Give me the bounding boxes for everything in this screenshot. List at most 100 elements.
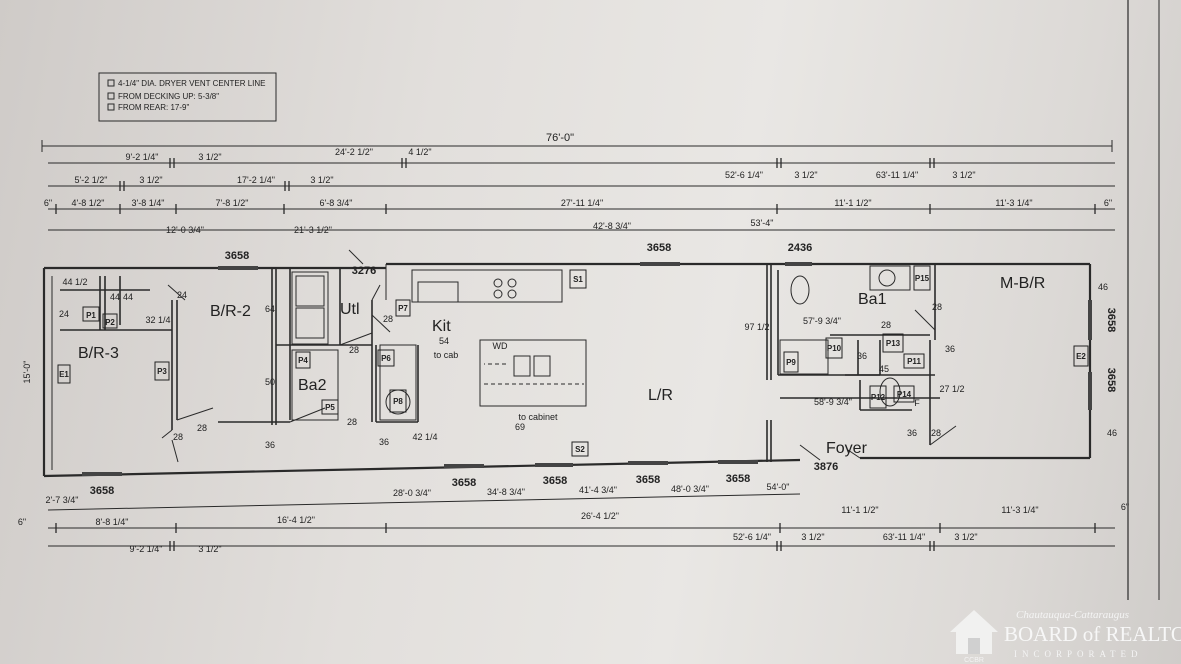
dim-top-25: 53'-4" [751, 218, 774, 228]
dim-int-22: 57'-9 3/4" [803, 316, 841, 326]
legend-line-2: FROM DECKING UP: 5-3/8" [118, 92, 219, 101]
dim-top-16: 7'-8 1/2" [216, 198, 249, 208]
dim-top-7: 63'-11 1/4" [876, 170, 918, 180]
dim-int-2: 44 [110, 292, 120, 302]
dim-int-11: 28 [197, 423, 207, 433]
tag-p6: P6 [381, 354, 391, 363]
dim-int-24: 36 [857, 351, 867, 361]
dim-int-33: 46 [1098, 282, 1108, 292]
dim-int-21: 97 1/2 [744, 322, 769, 332]
tag-p3: P3 [157, 367, 167, 376]
dim-bot-10: 26'-4 1/2" [581, 511, 619, 521]
dim-top-8: 3 1/2" [952, 170, 975, 180]
dim-top-3: 24'-2 1/2" [335, 147, 373, 157]
room-lr: L/R [648, 387, 673, 404]
dim-int-34: 46 [1107, 428, 1117, 438]
dim-int-5: 24 [59, 309, 69, 319]
dim-int-31: 28 [931, 428, 941, 438]
dim-bot-8: 8'-8 1/4" [96, 517, 129, 527]
door-label: 3876 [814, 461, 838, 473]
dim-bot-3: 34'-8 3/4" [487, 487, 525, 497]
kitchen-island [479, 339, 587, 407]
window-label-1: 3658 [225, 250, 249, 262]
tag-p9: P9 [786, 358, 796, 367]
logo-line-2: BOARD of REALTORS [1004, 622, 1181, 646]
dim-bot-1: 2'-7 3/4" [46, 495, 79, 505]
tag-p7: P7 [398, 304, 408, 313]
dim-bot-18: 63'-11 1/4" [883, 532, 925, 542]
tag-p13: P13 [886, 339, 901, 348]
dim-bot-19: 3 1/2" [954, 532, 977, 542]
dim-int-12: 28 [349, 345, 359, 355]
kitchen-counter [411, 269, 563, 303]
tag-p11: P11 [907, 357, 921, 366]
dim-int-23: 28 [881, 320, 891, 330]
window-label-9: 3658 [726, 473, 750, 485]
dim-bot-12: 11'-3 1/4" [1001, 505, 1038, 515]
dim-int-7: 64 [265, 304, 275, 314]
dim-top-4: 4 1/2" [408, 147, 431, 157]
dim-top-18: 27'-11 1/4" [561, 198, 603, 208]
tub-ba2 [291, 349, 339, 421]
dim-int-8: 50 [265, 377, 275, 387]
window-label-4: 2436 [788, 242, 812, 254]
tag-p1: P1 [86, 311, 96, 320]
dim-int-19: 36 [379, 437, 389, 447]
dim-top-12: 3 1/2" [310, 175, 333, 185]
logo-line-3: INCORPORATED [1014, 649, 1143, 659]
dim-int-29: F [914, 398, 920, 408]
dim-bot-9: 16'-4 1/2" [277, 515, 315, 525]
dim-int-36: 28 [383, 314, 393, 324]
dim-top-19: 11'-1 1/2" [834, 198, 871, 208]
dim-int-28: 27 1/2 [939, 384, 964, 394]
room-br2: B/R-2 [210, 303, 251, 320]
dim-int-25: 45 [879, 364, 889, 374]
dim-top-9: 5'-2 1/2" [75, 175, 108, 185]
tag-p4: P4 [298, 356, 308, 365]
dim-int-14: 54 [439, 336, 449, 346]
dim-int-27: 58'-9 3/4" [814, 397, 852, 407]
dim-top-6: 3 1/2" [794, 170, 817, 180]
room-ba1: Ba1 [858, 291, 887, 308]
dim-int-26: 36 [945, 344, 955, 354]
room-foyer: Foyer [826, 440, 868, 457]
dim-top-15: 3'-8 1/4" [132, 198, 165, 208]
window-label-8: 3658 [636, 474, 660, 486]
board-of-realtors-logo: CCBR Chautauqua-Cattaraugus BOARD of REA… [944, 604, 1181, 664]
dim-top-22: 12'-0 3/4" [166, 225, 204, 235]
dim-top-21: 6" [1104, 198, 1112, 208]
dim-bot-5: 48'-0 3/4" [671, 484, 709, 494]
dim-bot-11: 11'-1 1/2" [841, 505, 878, 515]
tag-s2: S2 [575, 445, 585, 454]
tag-e1: E1 [59, 370, 69, 379]
dim-top-20: 11'-3 1/4" [995, 198, 1032, 208]
dim-int-20: 42 1/4 [412, 432, 437, 442]
dim-top-2: 3 1/2" [198, 152, 221, 162]
dim-int-10: 28 [173, 432, 183, 442]
tag-s1: S1 [573, 275, 583, 284]
dim-bot-13: 6" [1121, 502, 1129, 512]
dim-bot-16: 52'-6 1/4" [733, 532, 771, 542]
room-br3: B/R-3 [78, 345, 119, 362]
house-logo-icon: CCBR Chautauqua-Cattaraugus BOARD of REA… [950, 609, 1181, 664]
dim-int-18: to cabinet [518, 412, 558, 422]
window-label-5: 3658 [90, 485, 114, 497]
dim-int-30: 36 [907, 428, 917, 438]
dim-bot-6: 54'-0" [767, 482, 790, 492]
logo-line-1: Chautauqua-Cattaraugus [1016, 609, 1129, 621]
dim-int-15: to cab [434, 350, 459, 360]
dim-bot-14: 9'-2 1/4" [130, 544, 163, 554]
tag-p5: P5 [325, 403, 335, 412]
overall-length: 76'-0" [546, 132, 574, 144]
window-label-7: 3658 [543, 475, 567, 487]
window-label-3: 3658 [647, 242, 671, 254]
dim-int-1: 44 1/2 [62, 277, 87, 287]
dim-top-24: 42'-8 3/4" [593, 221, 631, 231]
room-kit: Kit [432, 318, 451, 335]
legend-box [98, 72, 277, 122]
dim-int-13: 28 [347, 417, 357, 427]
legend-line-3: FROM REAR: 17-9" [118, 103, 189, 112]
dim-bot-17: 3 1/2" [801, 532, 824, 542]
